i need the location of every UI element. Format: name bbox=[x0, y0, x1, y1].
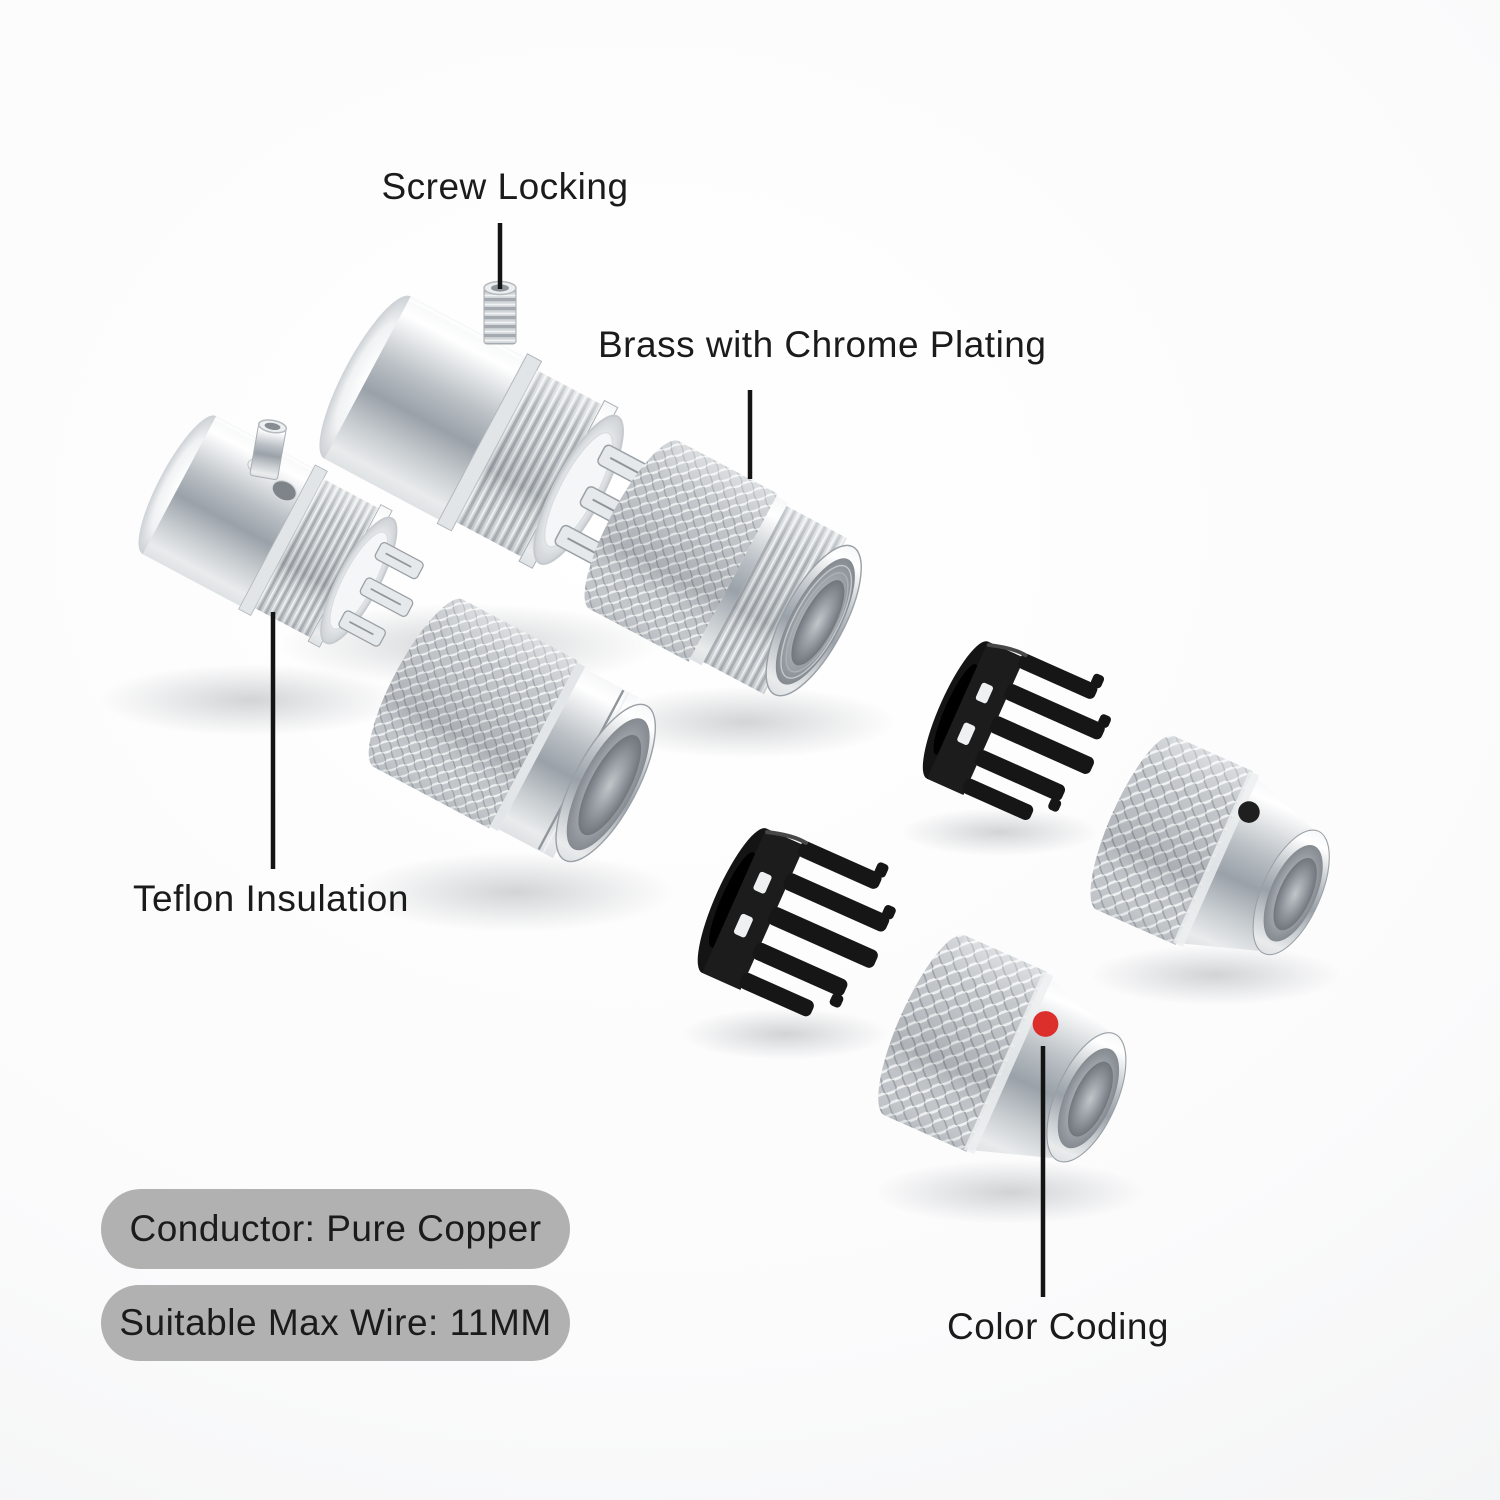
red-marker-dot bbox=[1032, 1011, 1059, 1037]
color-coding-label: Color Coding bbox=[947, 1306, 1169, 1347]
black-marker-dot bbox=[1238, 801, 1260, 823]
end-cap-red-dot bbox=[860, 924, 1155, 1201]
end-cap-black-dot bbox=[1073, 725, 1358, 992]
locking-screw-stud bbox=[483, 280, 517, 345]
shell-barrel-threaded bbox=[584, 440, 862, 697]
ground-shadows bbox=[100, 603, 1340, 1224]
max-wire-spec-badge: Suitable Max Wire: 11MM bbox=[101, 1285, 570, 1361]
shell-barrel-smooth bbox=[368, 598, 657, 863]
screw-locking-label: Screw Locking bbox=[381, 166, 629, 207]
cable-clamp-rear bbox=[908, 618, 1130, 841]
teflon-insulation-label: Teflon Insulation bbox=[133, 878, 409, 919]
brass-plating-label: Brass with Chrome Plating bbox=[598, 324, 1047, 365]
conductor-spec-badge: Conductor: Pure Copper bbox=[101, 1189, 570, 1269]
cable-clamp-front bbox=[682, 804, 916, 1038]
screw-hole-tube bbox=[249, 419, 288, 481]
leader-lines bbox=[270, 223, 1046, 1297]
